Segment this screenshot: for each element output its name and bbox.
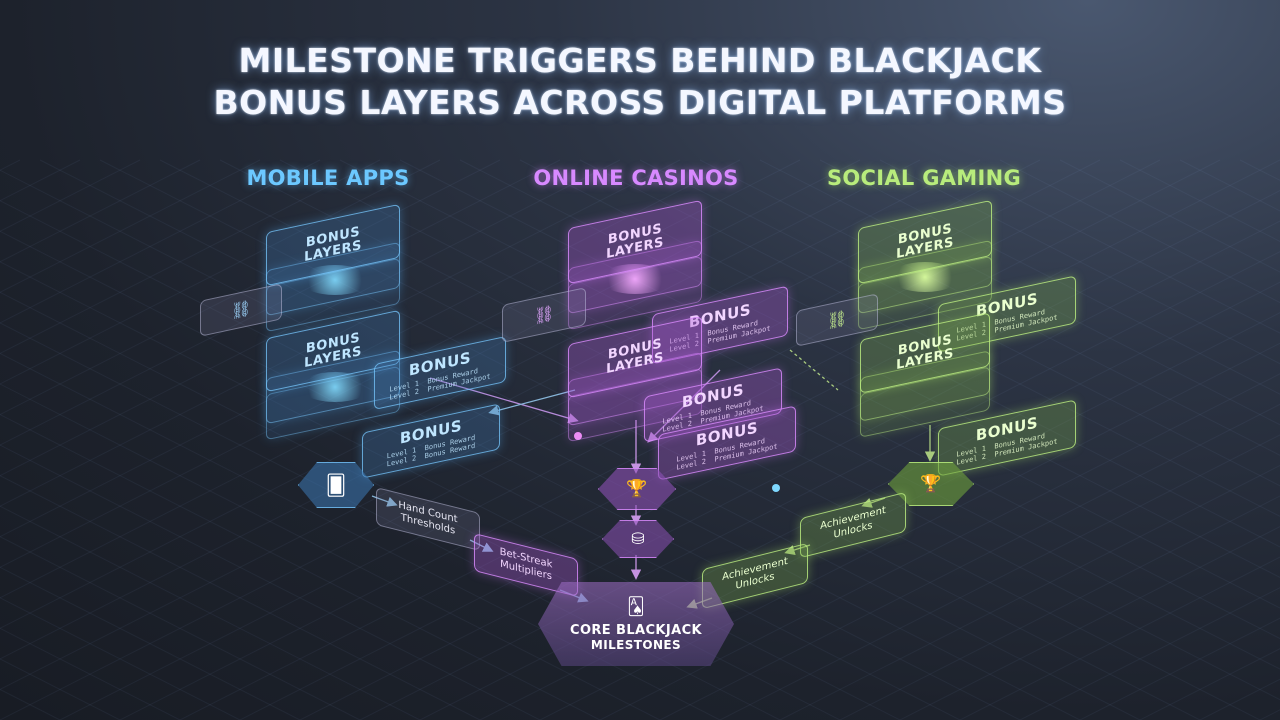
trigger-label: Bet-Streak Multipliers bbox=[499, 546, 553, 583]
stack-label: BONUS LAYERS bbox=[304, 224, 362, 266]
trophy-icon: 🏆 bbox=[920, 474, 942, 493]
trophy-icon: 🏆 bbox=[626, 479, 648, 498]
trigger-label: Achievement Unlocks bbox=[820, 504, 886, 541]
column-header-mobile-apps: MOBILE APPS bbox=[246, 166, 410, 190]
title-line-1: MILESTONE TRIGGERS BEHIND BLACKJACK bbox=[238, 41, 1042, 80]
stack-label: BONUS LAYERS bbox=[304, 330, 362, 372]
trigger-label: Hand Count Thresholds bbox=[398, 499, 458, 537]
link-icon: ⛓ bbox=[230, 299, 252, 322]
column-header-social-gaming: SOCIAL GAMING bbox=[826, 166, 1022, 190]
core-line-1: CORE BLACKJACK bbox=[570, 622, 702, 638]
cards-icon: 🂠 bbox=[325, 474, 347, 497]
core-milestones-node[interactable]: 🂡 CORE BLACKJACK MILESTONES bbox=[538, 582, 734, 666]
cards-icon: 🂡 bbox=[627, 596, 645, 616]
chips-icon: ⛁ bbox=[631, 531, 645, 548]
stack-label: BONUS LAYERS bbox=[896, 332, 954, 374]
diagram-title: MILESTONE TRIGGERS BEHIND BLACKJACK BONU… bbox=[0, 40, 1280, 124]
title-line-2: BONUS LAYERS ACROSS DIGITAL PLATFORMS bbox=[213, 83, 1067, 122]
online-trophy-node[interactable]: 🏆 bbox=[598, 468, 676, 510]
column-header-online-casinos: ONLINE CASINOS bbox=[533, 166, 739, 190]
stack-label: BONUS LAYERS bbox=[896, 221, 954, 263]
link-icon: ⛓ bbox=[826, 309, 848, 332]
trigger-label: Achievement Unlocks bbox=[722, 555, 788, 592]
stack-label: BONUS LAYERS bbox=[606, 336, 664, 378]
stack-label: BONUS LAYERS bbox=[606, 221, 664, 263]
link-icon: ⛓ bbox=[533, 304, 555, 327]
core-line-2: MILESTONES bbox=[590, 637, 682, 652]
